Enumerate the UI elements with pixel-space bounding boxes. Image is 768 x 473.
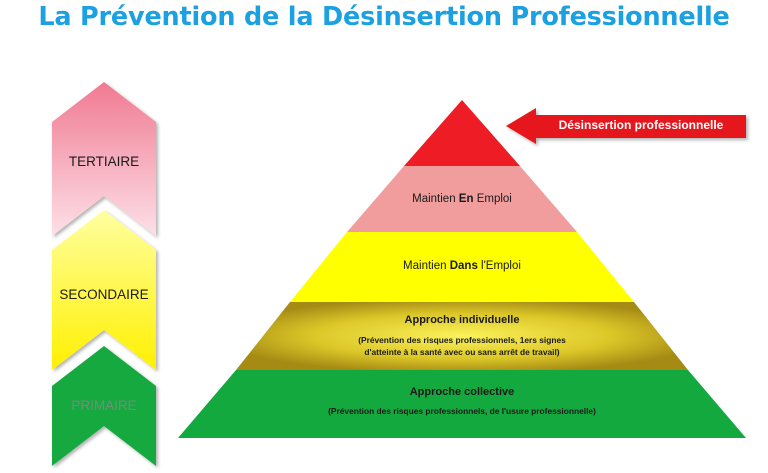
tier-maintien-dans-emploi <box>290 232 634 302</box>
callout-label: Désinsertion professionnelle <box>558 118 724 132</box>
tier-approche-individuelle <box>236 302 688 370</box>
callout-arrow <box>506 108 746 144</box>
page-title: La Prévention de la Désinsertion Profess… <box>38 2 730 32</box>
chevron-secondaire <box>52 210 156 370</box>
tier-title-approche-individuelle: Approche individuelle <box>404 314 520 326</box>
tier-label-maintien-dans-emploi: Maintien Dans l'Emploi <box>403 260 521 272</box>
tier-maintien-en-emploi <box>347 166 577 232</box>
level-tertiaire: TERTIAIRE <box>68 154 140 169</box>
chevron-primaire <box>52 346 156 466</box>
tier-subtitle-approche-individuelle: (Prévention des risques professionnels, … <box>358 335 566 357</box>
chevron-tertiaire <box>52 82 156 236</box>
level-secondaire: SECONDAIRE <box>59 287 149 302</box>
tier-subtitle-approche-collective: (Prévention des risques professionnels, … <box>328 406 596 416</box>
tier-title-approche-collective: Approche collective <box>409 386 515 398</box>
tier-label-maintien-en-emploi: Maintien En Emploi <box>412 193 512 205</box>
pyramid-apex <box>404 100 520 166</box>
tier-approche-collective <box>178 370 746 438</box>
level-primaire: PRIMAIRE <box>71 398 137 413</box>
